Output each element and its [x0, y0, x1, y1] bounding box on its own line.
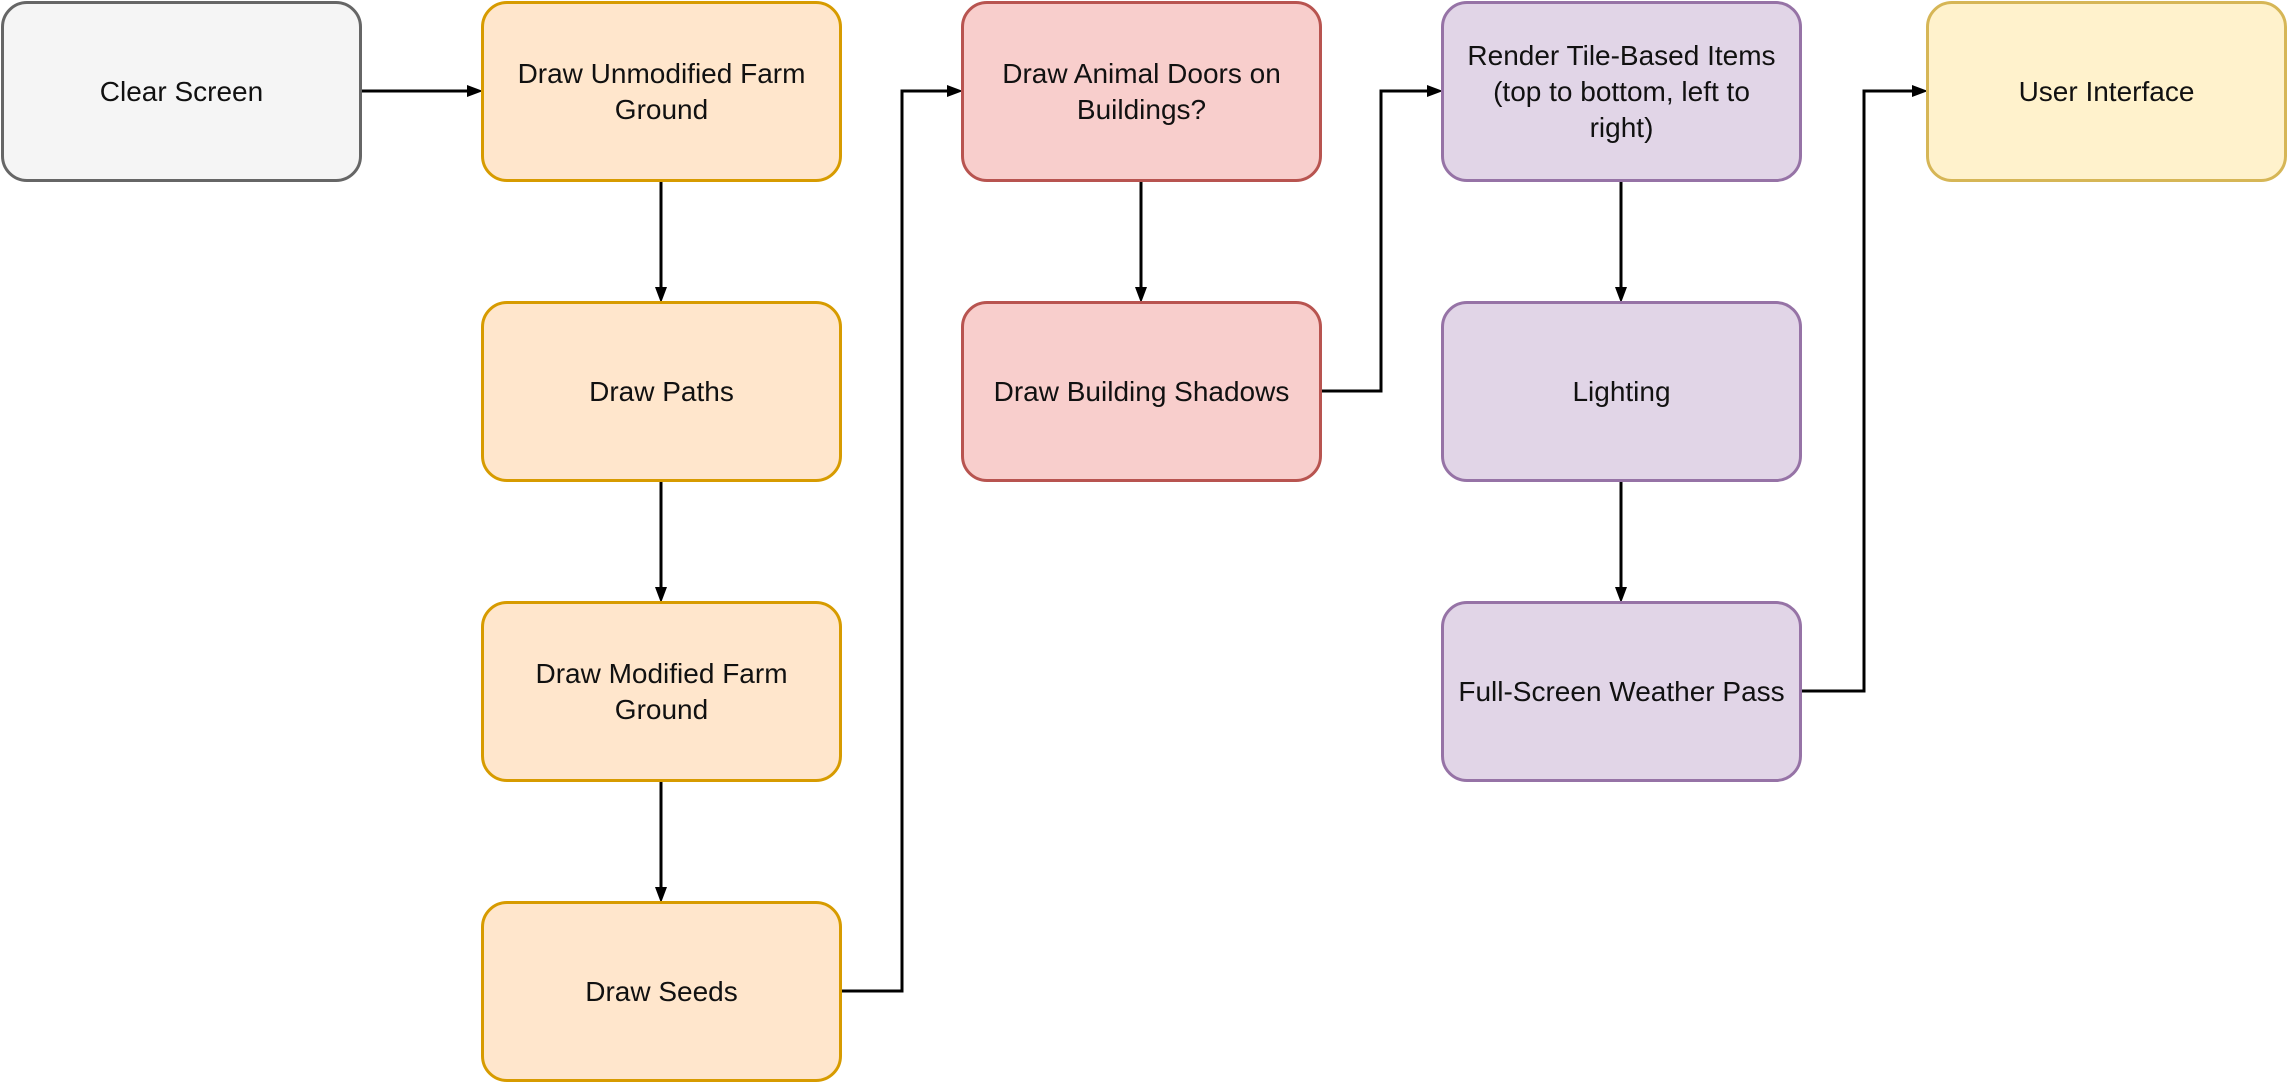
node-label: User Interface [2018, 75, 2195, 107]
node-label: Draw Seeds [585, 975, 738, 1007]
node-render-tile-based-items: Render Tile-Based Items (top to bottom, … [1441, 1, 1802, 182]
arrowhead-icon [1615, 287, 1627, 303]
edge-draw-seeds-to-draw-animal-doors [842, 89, 947, 993]
arrowhead-icon [1427, 85, 1443, 97]
arrowhead-icon [467, 85, 483, 97]
node-label: Render Tile-Based Items (top to bottom, … [1467, 39, 1776, 143]
node-draw-animal-doors: Draw Animal Doors on Buildings? [961, 1, 1322, 182]
node-user-interface: User Interface [1926, 1, 2287, 182]
node-clear-screen: Clear Screen [1, 1, 362, 182]
arrowhead-icon [1135, 287, 1147, 303]
node-label: Draw Modified Farm Ground [535, 657, 788, 725]
node-full-screen-weather-pass: Full-Screen Weather Pass [1441, 601, 1802, 782]
arrowhead-icon [947, 85, 963, 97]
node-label: Full-Screen Weather Pass [1458, 675, 1785, 707]
node-draw-building-shadows: Draw Building Shadows [961, 301, 1322, 482]
node-draw-modified-farm-ground: Draw Modified Farm Ground [481, 601, 842, 782]
edge-draw-building-shadows-to-render-tile-based-items [1322, 89, 1427, 393]
arrowhead-icon [655, 287, 667, 303]
arrowhead-icon [655, 887, 667, 903]
arrowhead-icon [655, 587, 667, 603]
node-label: Draw Building Shadows [993, 375, 1290, 407]
node-draw-paths: Draw Paths [481, 301, 842, 482]
edge-full-screen-weather-pass-to-user-interface [1802, 89, 1912, 693]
node-label: Clear Screen [99, 75, 264, 107]
node-label: Draw Paths [589, 375, 734, 407]
node-label: Draw Unmodified Farm Ground [517, 57, 806, 125]
node-label: Draw Animal Doors on Buildings? [1002, 57, 1281, 125]
node-draw-unmodified-farm-ground: Draw Unmodified Farm Ground [481, 1, 842, 182]
node-draw-seeds: Draw Seeds [481, 901, 842, 1082]
node-label: Lighting [1572, 375, 1671, 407]
arrowhead-icon [1615, 587, 1627, 603]
node-lighting: Lighting [1441, 301, 1802, 482]
arrowhead-icon [1912, 85, 1928, 97]
